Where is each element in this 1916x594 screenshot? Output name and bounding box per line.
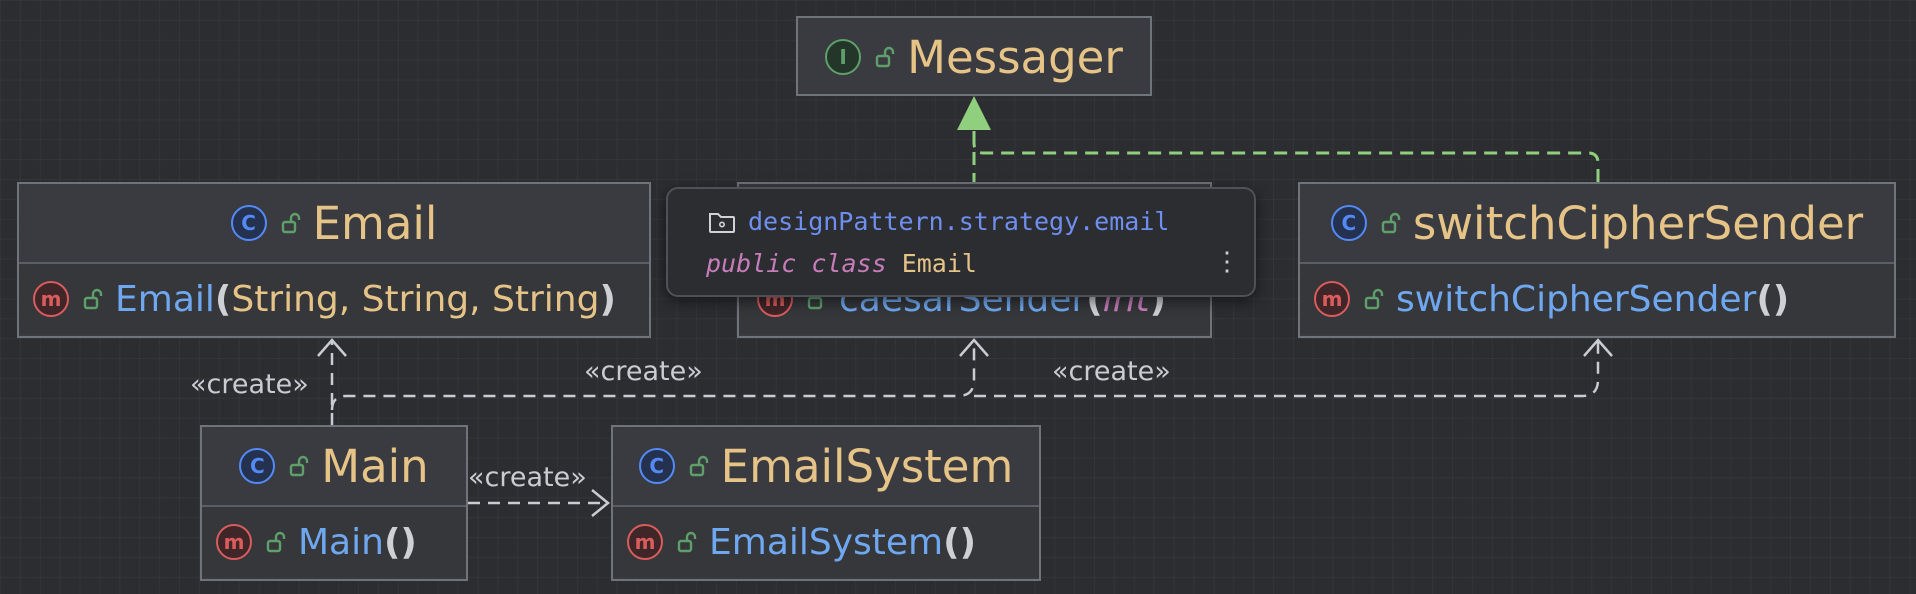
email-system-constructor-name: EmailSystem: [709, 521, 944, 563]
switch-cipher-sender-constructor-signature: switchCipherSender(): [1396, 279, 1789, 320]
email-system-constructor-row[interactable]: m EmailSystem(): [613, 505, 1039, 577]
messager-title: Messager: [907, 30, 1123, 84]
popup-modifiers: public class: [706, 249, 887, 278]
unlocked-icon: [83, 288, 103, 310]
email-system-header: C EmailSystem: [613, 427, 1039, 505]
popup-package-link[interactable]: designPattern.strategy.email: [748, 207, 1170, 236]
folder-icon: [709, 212, 735, 233]
create-edge-main-switch-cipher-sender: [974, 342, 1600, 398]
email-constructor-name: Email: [115, 278, 215, 320]
unlocked-icon: [1381, 212, 1401, 234]
runnable-class-icon: C: [239, 448, 276, 484]
main-header: C Main: [202, 427, 466, 505]
create-arrowhead-switch-cipher-sender: [1583, 338, 1613, 357]
class-icon: C: [638, 448, 675, 484]
popup-class-name: Email: [901, 249, 977, 278]
main-constructor-name: Main: [298, 521, 384, 563]
unlocked-icon: [689, 455, 708, 477]
main-constructor-row[interactable]: m Main(): [202, 505, 466, 577]
more-options-icon[interactable]: ⋮: [1214, 247, 1240, 277]
email-constructor-row[interactable]: m Email(String, String, String): [19, 262, 649, 334]
switch-cipher-sender-parens: (): [1756, 278, 1790, 320]
method-icon: m: [216, 524, 252, 560]
edge-label-create-switch-cipher-sender: «create»: [1052, 356, 1171, 387]
email-constructor-open-paren: (: [214, 278, 232, 320]
class-icon: C: [1330, 205, 1367, 241]
email-node[interactable]: C Email m Email(String, String, String): [17, 182, 651, 338]
email-constructor-close-paren: ): [599, 278, 616, 320]
switch-cipher-sender-node[interactable]: C switchCipherSender m switchCipherSende…: [1298, 182, 1896, 338]
create-edge-main-caesar-sender: [330, 342, 976, 411]
email-system-constructor-parens: (): [943, 521, 977, 563]
email-constructor-params: String, String, String: [231, 278, 600, 320]
email-system-title: EmailSystem: [720, 439, 1014, 493]
class-info-popup[interactable]: designPattern.strategy.email public clas…: [666, 187, 1256, 297]
unlocked-icon: [1364, 288, 1384, 310]
email-header: C Email: [19, 184, 649, 262]
create-arrowhead-email: [317, 338, 347, 357]
unlocked-icon: [875, 46, 895, 68]
main-constructor-parens: (): [383, 521, 417, 563]
unlocked-icon: [677, 531, 697, 553]
main-title: Main: [321, 439, 429, 493]
implements-edge-switch-cipher-sender: [972, 142, 1600, 182]
implements-arrowhead: [957, 96, 991, 130]
email-system-constructor-signature: EmailSystem(): [709, 522, 976, 563]
popup-package-row: designPattern.strategy.email: [708, 207, 1169, 236]
class-icon: C: [230, 205, 267, 241]
messager-node[interactable]: I Messager: [796, 16, 1152, 96]
messager-header: I Messager: [798, 18, 1150, 96]
email-title: Email: [312, 196, 438, 250]
switch-cipher-sender-constructor-row[interactable]: m switchCipherSender(): [1300, 262, 1894, 334]
switch-cipher-sender-header: C switchCipherSender: [1300, 184, 1894, 262]
email-constructor-signature: Email(String, String, String): [115, 279, 616, 320]
edge-label-create-email: «create»: [190, 369, 309, 400]
main-node[interactable]: C Main m Main(): [200, 425, 468, 581]
unlocked-icon: [281, 212, 300, 234]
unlocked-icon: [290, 455, 309, 477]
switch-cipher-sender-constructor-name: switchCipherSender: [1396, 278, 1757, 320]
method-icon: m: [33, 281, 69, 317]
create-arrowhead-caesar-sender: [959, 338, 989, 357]
switch-cipher-sender-title: switchCipherSender: [1412, 196, 1864, 250]
email-system-node[interactable]: C EmailSystem m EmailSystem(): [611, 425, 1041, 581]
unlocked-icon: [266, 531, 286, 553]
interface-icon: I: [825, 39, 862, 75]
edge-label-create-caesar-sender: «create»: [584, 356, 703, 387]
method-icon: m: [1314, 281, 1350, 317]
method-icon: m: [627, 524, 663, 560]
edge-label-create-email-system: «create»: [468, 462, 587, 493]
main-constructor-signature: Main(): [298, 522, 417, 563]
popup-declaration: public class Email: [706, 249, 977, 278]
create-arrowhead-email-system: [591, 489, 610, 517]
